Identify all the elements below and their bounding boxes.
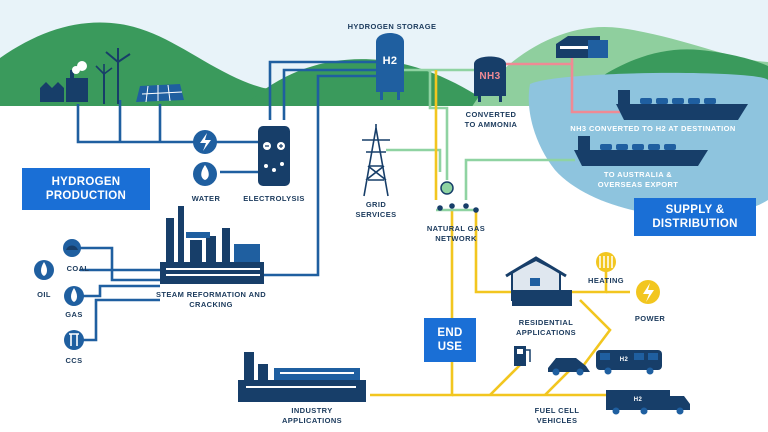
label-ccs: CCS: [65, 356, 83, 365]
pipe-ccs: [75, 298, 160, 342]
label-fuelcell-line1: FUEL CELL: [534, 406, 580, 415]
label-truck-h2: H2: [633, 397, 643, 403]
car-icon: [548, 358, 590, 376]
pipe-to-car: [544, 369, 571, 396]
bus-icon: [596, 350, 662, 375]
label-industry-line2: APPLICATIONS: [281, 416, 343, 425]
production-line2: PRODUCTION: [45, 190, 127, 202]
supply-line2: DISTRIBUTION: [652, 218, 738, 230]
enduse-line2: USE: [437, 341, 463, 353]
label-export-line1: TO AUSTRALIA &: [603, 170, 673, 179]
label-natgas-line1: NATURAL GAS: [426, 224, 486, 233]
gas-network-icon: [436, 181, 479, 213]
label-bus-h2: H2: [619, 357, 629, 363]
label-export-line2: OVERSEAS EXPORT: [597, 180, 679, 189]
pipe-storage-to-network: [428, 70, 449, 180]
pylon-icon: [362, 124, 390, 197]
label-natgas-line2: NETWORK: [435, 234, 477, 243]
industry-icon: [238, 352, 366, 402]
pipe-coal: [72, 246, 160, 282]
label-oil: OIL: [37, 290, 51, 299]
ship-ammonia-icon: [616, 90, 748, 120]
label-converted-line1: CONVERTED: [465, 110, 517, 119]
label-coal: COAL: [66, 264, 90, 273]
pipe-electrolysis-to-storage-2: [282, 68, 376, 120]
production-pipes: [72, 60, 376, 342]
production-line1: HYDROGEN: [51, 176, 121, 188]
label-power: POWER: [634, 314, 666, 323]
pipe-ammonia-to-ship: [570, 64, 620, 114]
steam-reformation-plant-icon: [160, 206, 264, 284]
ship-export-icon: [574, 136, 708, 166]
nh3-tank-icon: [474, 56, 506, 102]
hydrogen-production-box: HYDROGEN PRODUCTION: [22, 168, 150, 210]
end-use-pipes: [370, 70, 630, 397]
pipe-gas: [75, 284, 160, 298]
label-nh3-converted: NH3 CONVERTED TO H2 AT DESTINATION: [570, 124, 736, 133]
label-gas: GAS: [65, 310, 83, 319]
fuel-station-icon: [514, 346, 531, 366]
label-industry-line1: INDUSTRY: [291, 406, 333, 415]
label-steam-line2: CRACKING: [189, 300, 233, 309]
truck-icon: [606, 390, 690, 415]
label-nh3-tank: NH3: [479, 71, 501, 82]
label-residential-line2: APPLICATIONS: [515, 328, 577, 337]
renewables-icon: [40, 48, 184, 104]
label-water: WATER: [191, 194, 221, 203]
enduse-line1: END: [437, 327, 463, 339]
label-h2-tank: H2: [382, 55, 398, 67]
pipe-to-bus: [578, 299, 612, 371]
label-converted-line2: TO AMMONIA: [464, 120, 518, 129]
port-warehouse-icon: [556, 36, 608, 58]
pipe-wind-to-electrolysis: [76, 104, 205, 144]
label-hydrogen-storage: HYDROGEN STORAGE: [347, 22, 437, 31]
pipe-grid: [386, 148, 442, 172]
label-heating: HEATING: [588, 276, 624, 285]
pipe-electrolysis-to-storage: [268, 60, 376, 120]
h2-storage-tank-icon: [376, 33, 404, 100]
ccs-icon: [64, 330, 84, 350]
supply-line1: SUPPLY &: [665, 204, 725, 216]
label-residential-line1: RESIDENTIAL: [518, 318, 574, 327]
label-electrolysis: ELECTROLYSIS: [243, 194, 305, 203]
pipe-network-to-export: [464, 158, 575, 200]
end-use-box: END USE: [424, 318, 476, 362]
pipe-steam-to-storage: [255, 74, 376, 277]
hydrogen-pipes: [386, 68, 575, 200]
label-fuelcell-line2: VEHICLES: [536, 416, 578, 425]
label-grid-line1: GRID: [365, 200, 387, 209]
heating-icon: [596, 252, 616, 272]
label-steam-line1: STEAM REFORMATION AND: [155, 290, 267, 299]
electrolyser-icon: [258, 126, 290, 186]
label-grid-line2: SERVICES: [355, 210, 397, 219]
pipe-to-residential: [474, 210, 515, 294]
supply-distribution-box: SUPPLY & DISTRIBUTION: [634, 198, 756, 236]
house-icon: [505, 256, 572, 306]
